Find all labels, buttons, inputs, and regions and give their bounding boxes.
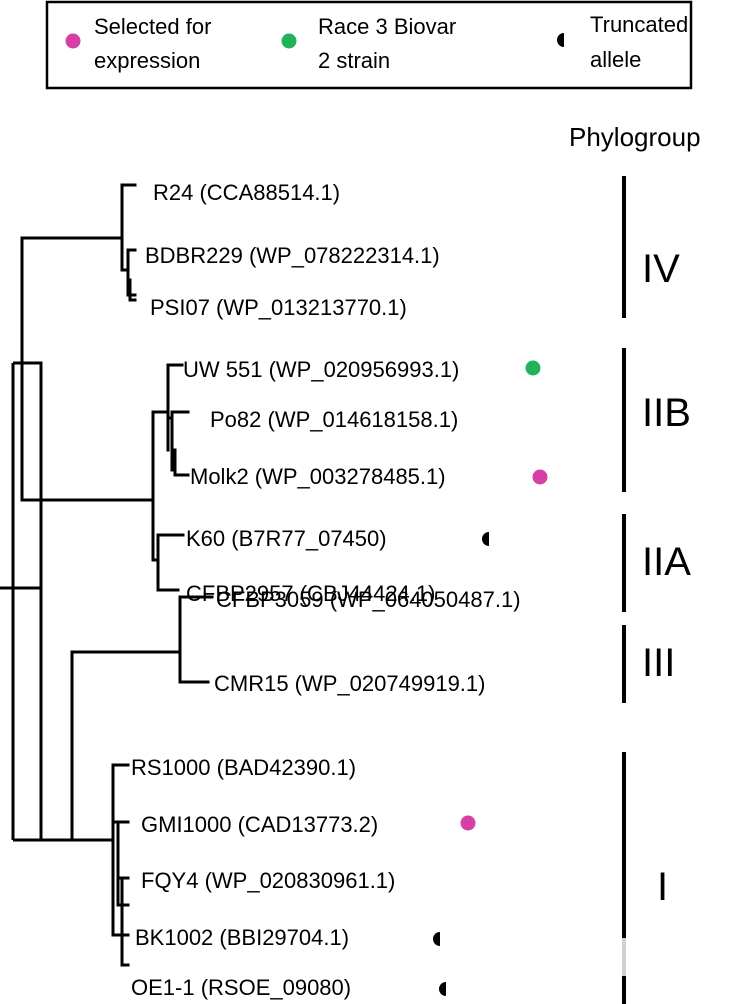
phylogroup-header: Phylogroup xyxy=(569,122,701,152)
root-connectors xyxy=(11,361,72,842)
legend: Selected for expression Race 3 Biovar 2 … xyxy=(45,0,694,90)
taxon-label: BDBR229 (WP_078222314.1) xyxy=(145,243,440,268)
tree-branches xyxy=(0,183,214,967)
phylogroup-labels: IV IIB IIA III I xyxy=(642,247,691,909)
legend-box xyxy=(45,0,693,90)
phylogroup-label-iv: IV xyxy=(642,247,680,291)
selected-marker xyxy=(460,815,476,831)
taxon-label: Molk2 (WP_003278485.1) xyxy=(190,464,446,489)
taxon-label: FQY4 (WP_020830961.1) xyxy=(141,868,395,893)
taxon-label: BK1002 (BBI29704.1) xyxy=(135,925,349,950)
truncated-legend-marker xyxy=(557,33,564,47)
phylogroup-label-i: I xyxy=(657,865,668,909)
taxon-label: GMI1000 (CAD13773.2) xyxy=(141,812,378,837)
phylogroup-label-iib: IIB xyxy=(642,391,691,435)
taxon-label: R24 (CCA88514.1) xyxy=(153,180,340,205)
truncated-marker xyxy=(482,532,489,546)
selected-marker xyxy=(532,469,548,485)
phylogroup-label-iii: III xyxy=(642,641,675,685)
legend-label-truncated: Truncated allele xyxy=(590,12,694,72)
phylogroup-label-iia: IIA xyxy=(642,540,691,584)
taxon-labels: R24 (CCA88514.1) BDBR229 (WP_078222314.1… xyxy=(131,180,521,1000)
truncated-marker xyxy=(439,982,446,996)
taxon-label: UW 551 (WP_020956993.1) xyxy=(183,357,459,382)
taxon-label: CFBP3059 (WP_064050487.1) xyxy=(216,587,521,612)
legend-label-selected: Selected for expression xyxy=(94,14,218,73)
taxon-label: K60 (B7R77_07450) xyxy=(186,526,387,551)
taxon-label: OE1-1 (RSOE_09080) xyxy=(131,975,351,1000)
taxon-label: RS1000 (BAD42390.1) xyxy=(131,755,356,780)
taxon-markers xyxy=(433,360,548,996)
selected-legend-marker xyxy=(65,33,81,49)
race3-marker xyxy=(525,360,541,376)
race3-legend-marker xyxy=(281,33,297,49)
taxon-label: CMR15 (WP_020749919.1) xyxy=(214,671,485,696)
taxon-label: Po82 (WP_014618158.1) xyxy=(210,407,458,432)
truncated-marker xyxy=(433,932,440,946)
taxon-label: CFBP2957 (CBJ44424.1) xyxy=(186,581,435,606)
legend-label-race3: Race 3 Biovar 2 strain xyxy=(318,14,462,73)
taxon-label: PSI07 (WP_013213770.1) xyxy=(150,295,407,320)
